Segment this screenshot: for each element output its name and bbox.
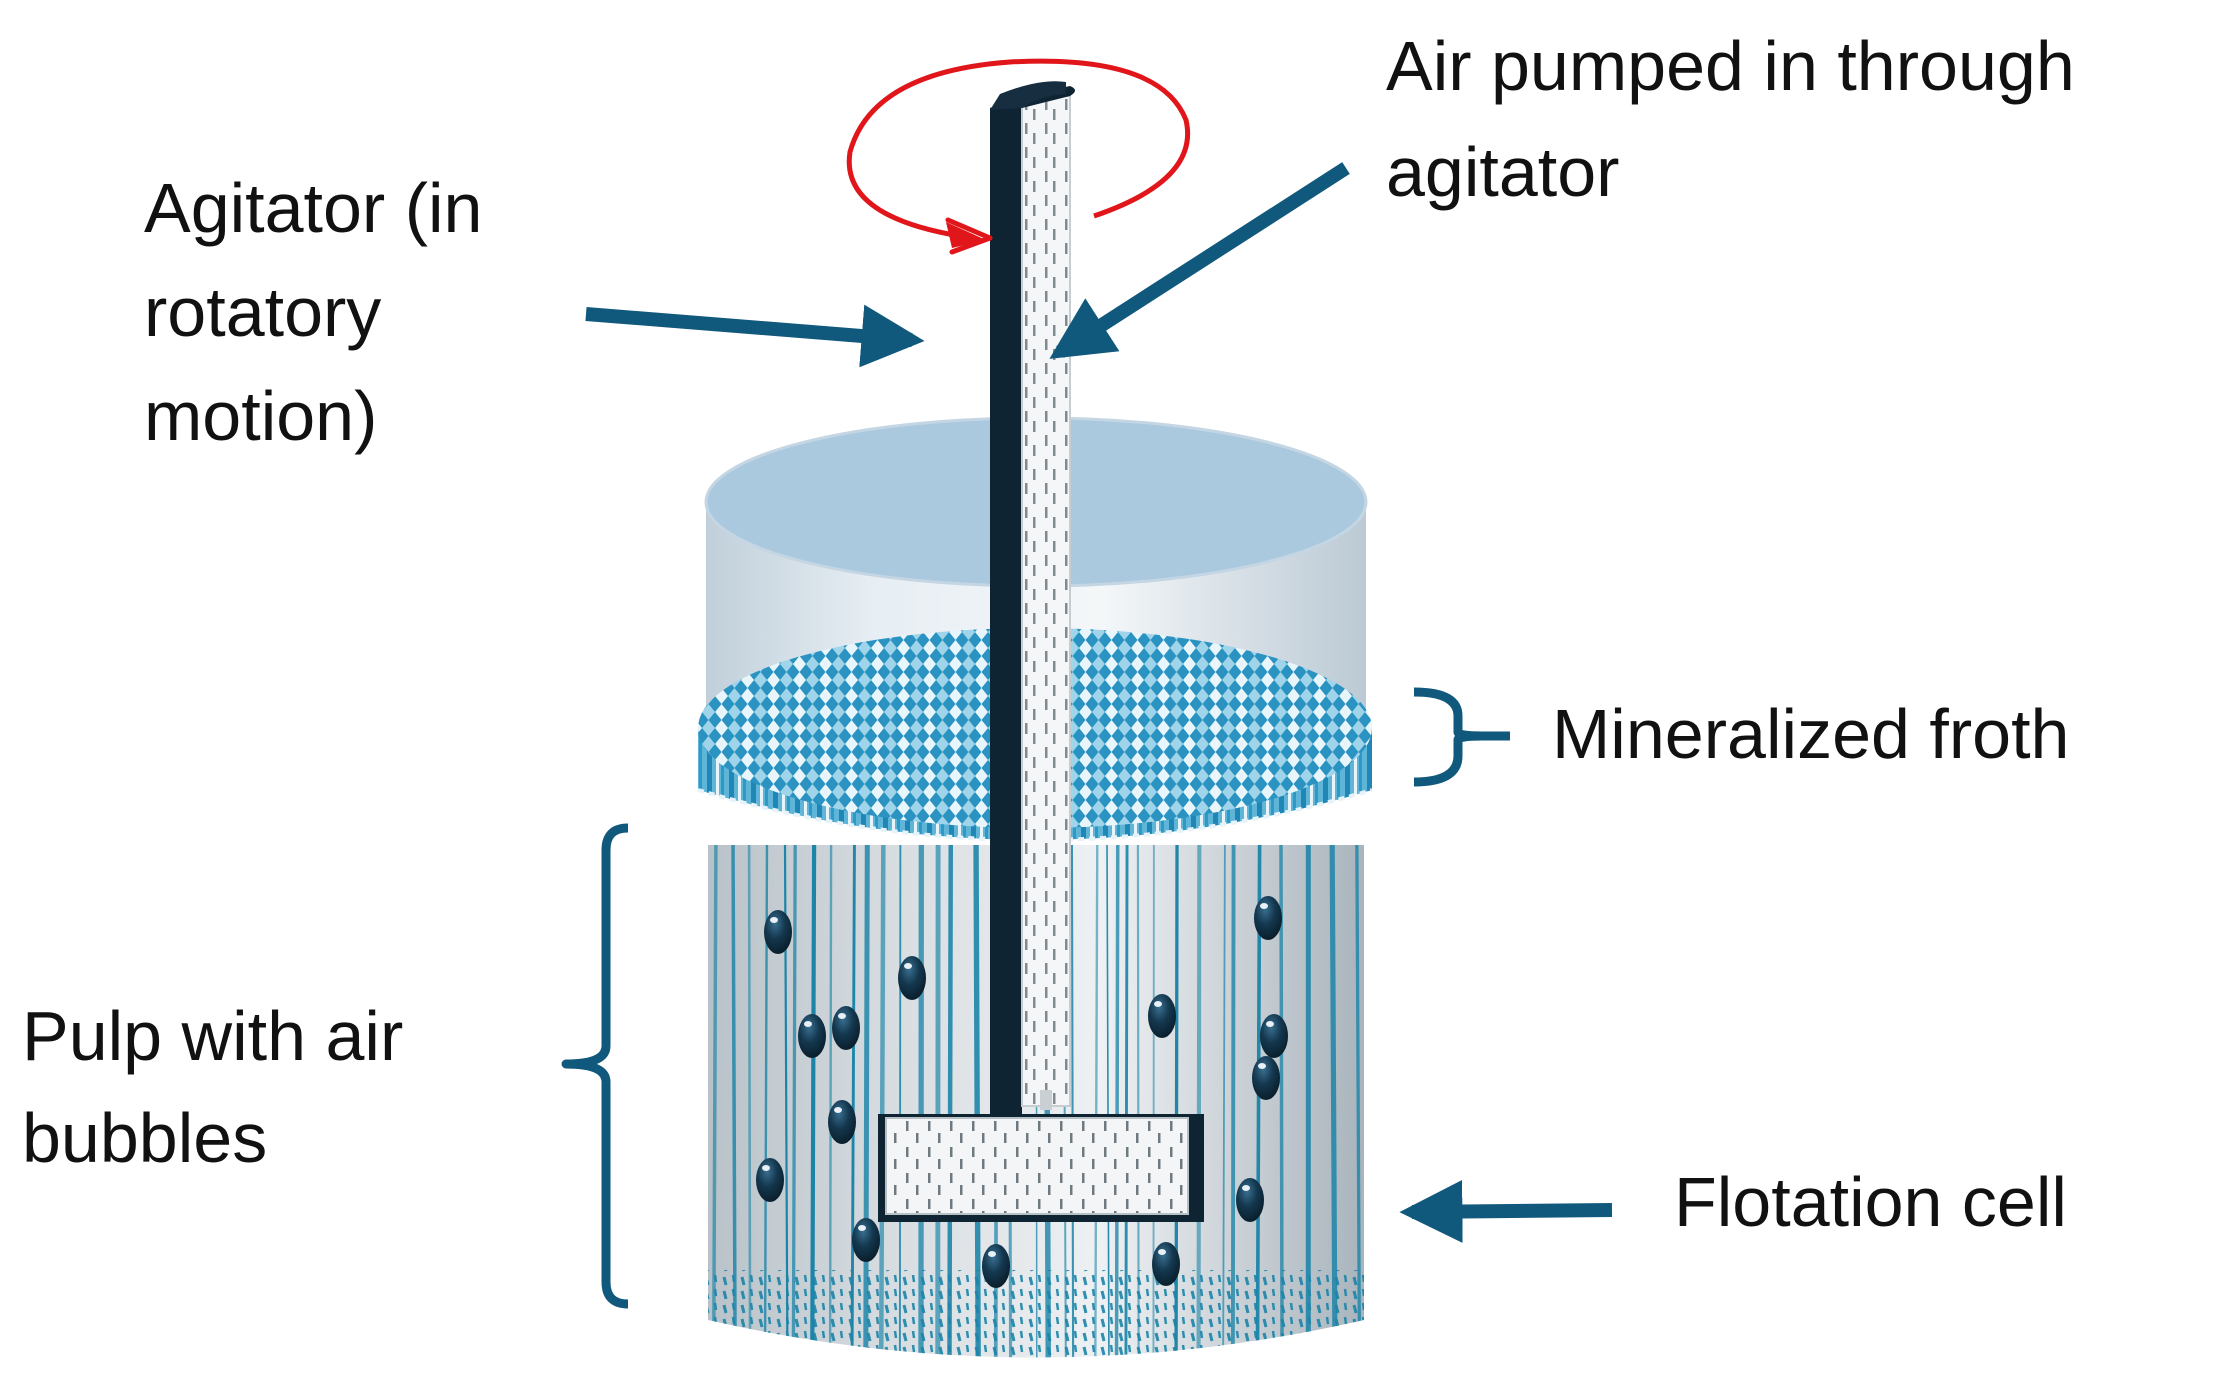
pulp-stripe [783,845,789,1358]
air-bubble-highlight [762,1165,770,1171]
air-bubble [1254,896,1282,940]
arrow-agitator-icon [585,304,925,368]
air-bubble [1236,1178,1264,1222]
pulp-stripe [947,845,954,1358]
pulp-stripe [810,845,817,1358]
air-bubble [1148,994,1176,1038]
arrow-flotation-cell-icon [1399,1179,1613,1243]
air-bubble-highlight [1242,1185,1250,1191]
air-bubble [1152,1242,1180,1286]
air-bubble-highlight [904,963,912,969]
label-agitator: Agitator (in rotatory motion) [144,169,502,455]
label-agitator-line-3: motion) [144,377,377,455]
label-air: Air pumped in through agitator [1386,27,2094,211]
label-agitator-line-1: Agitator (in [144,169,482,247]
label-agitator-line-2: rotatory [144,273,381,351]
air-bubble [828,1100,856,1144]
arrow-air-icon [1049,162,1350,359]
pulp-stripe [1136,845,1140,1358]
label-pulp-line-2: bubbles [22,1099,267,1177]
air-bubble [898,956,926,1000]
label-air-line-2: agitator [1386,133,1619,211]
pulp-stripe [850,845,857,1358]
air-bubble-highlight [804,1021,812,1027]
pulp-stripe [1222,845,1226,1358]
pulp-stripe [1230,845,1236,1358]
air-bubble-highlight [838,1013,846,1019]
air-bubble [1252,1056,1280,1100]
label-pulp-line-1: Pulp with air [22,997,403,1075]
label-pulp: Pulp with air bubbles [22,997,423,1177]
air-bubble-highlight [858,1225,866,1231]
air-bubble [798,1014,826,1058]
pulp-stripe [1196,845,1202,1358]
air-bubble-highlight [1260,903,1268,909]
air-bubble-highlight [1258,1063,1266,1069]
label-flotation-cell: Flotation cell [1674,1163,2067,1241]
air-bubble-highlight [834,1107,842,1113]
label-mineralized-froth: Mineralized froth [1552,695,2069,773]
air-bubble-highlight [1154,1001,1162,1007]
pulp-stripe [1114,845,1120,1358]
air-bubble [982,1244,1010,1288]
pulp-stripe [898,845,902,1358]
air-bubble [756,1158,784,1202]
air-bubble-highlight [1158,1249,1166,1255]
air-bubble [1260,1014,1288,1058]
froth-brace-icon [1413,687,1510,787]
pulp-stripe [1355,845,1362,1358]
label-air-line-1: Air pumped in through [1386,27,2075,105]
air-bubbles [756,896,1288,1288]
rotation-arrow-icon [846,58,1190,255]
agitator-shaft [990,81,1075,1118]
air-bubble [764,910,792,954]
agitator-impeller [878,1114,1204,1222]
pulp-stripe [1124,845,1129,1358]
air-bubble-highlight [770,917,778,923]
air-bubble-highlight [1266,1021,1274,1027]
agitator [878,81,1204,1222]
air-bubble [832,1006,860,1050]
air-bubble-highlight [988,1251,996,1257]
pulp-brace-icon [561,823,629,1309]
air-bubble [852,1218,880,1262]
pulp-stripe [863,845,870,1358]
pulp-stripe [731,845,737,1358]
